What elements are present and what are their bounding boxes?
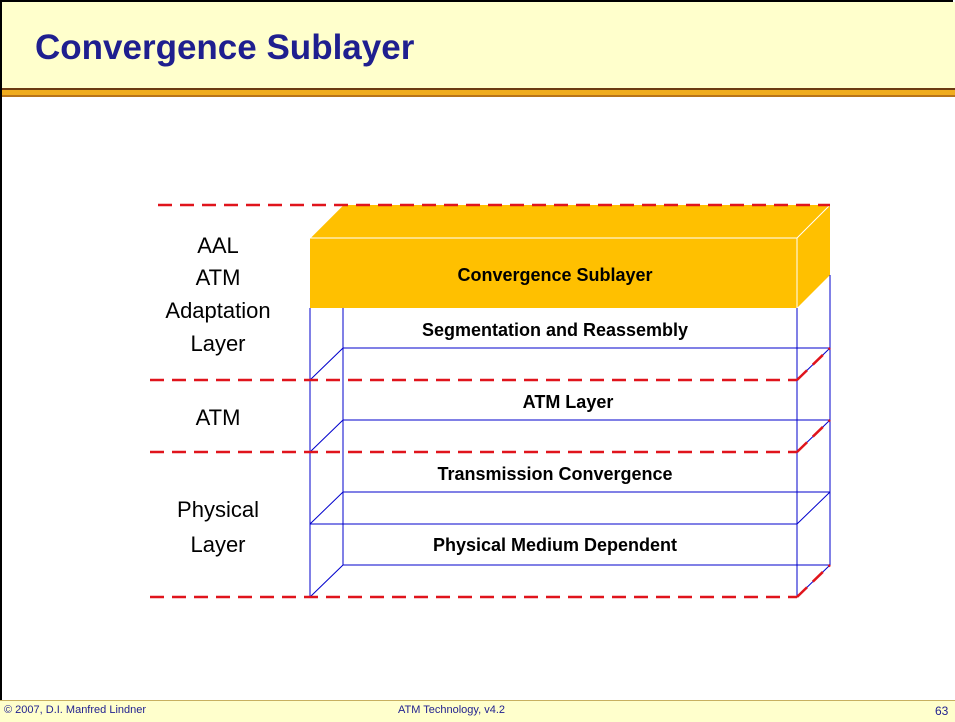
footer-course-title: ATM Technology, v4.2	[398, 704, 505, 716]
footer-bar	[0, 700, 955, 722]
atm-side-label: ATM	[196, 405, 241, 430]
footer-page-number: 63	[935, 704, 949, 718]
physical-label-line-2: Layer	[190, 532, 245, 557]
sar-label: Segmentation and Reassembly	[422, 320, 688, 340]
title-bar	[2, 2, 955, 88]
layer-plane-bottom	[309, 564, 831, 598]
convergence-box-right-face	[797, 205, 830, 308]
title-rule-orange	[2, 90, 955, 95]
convergence-box-front-face	[310, 238, 797, 308]
convergence-box-edge	[796, 204, 831, 239]
tc-label: Transmission Convergence	[437, 464, 672, 484]
convergence-sublayer-label: Convergence Sublayer	[457, 265, 652, 285]
convergence-box-edge	[309, 204, 344, 239]
title-rule-underline	[2, 95, 955, 97]
aal-label-line-3: Adaptation	[165, 298, 270, 323]
footer-copyright: © 2007, D.I. Manfred Lindner	[4, 704, 147, 716]
aal-label-line-1: AAL	[197, 233, 239, 258]
layer-plane-3	[309, 491, 831, 525]
aal-label-line-4: Layer	[190, 331, 245, 356]
title-rule-dark	[2, 88, 955, 90]
atm-layer-label: ATM Layer	[523, 392, 614, 412]
slide-title: Convergence Sublayer	[35, 28, 415, 67]
layer-plane-1	[309, 347, 831, 381]
pmd-label: Physical Medium Dependent	[433, 535, 677, 555]
layer-plane-2	[309, 419, 831, 453]
convergence-box-top-face	[310, 205, 830, 238]
divider-bottom-depth	[796, 564, 831, 598]
aal-label-line-2: ATM	[196, 265, 241, 290]
physical-label-line-1: Physical	[177, 497, 259, 522]
divider-aal-atm-depth	[796, 347, 831, 381]
divider-atm-physical-depth	[796, 419, 831, 453]
